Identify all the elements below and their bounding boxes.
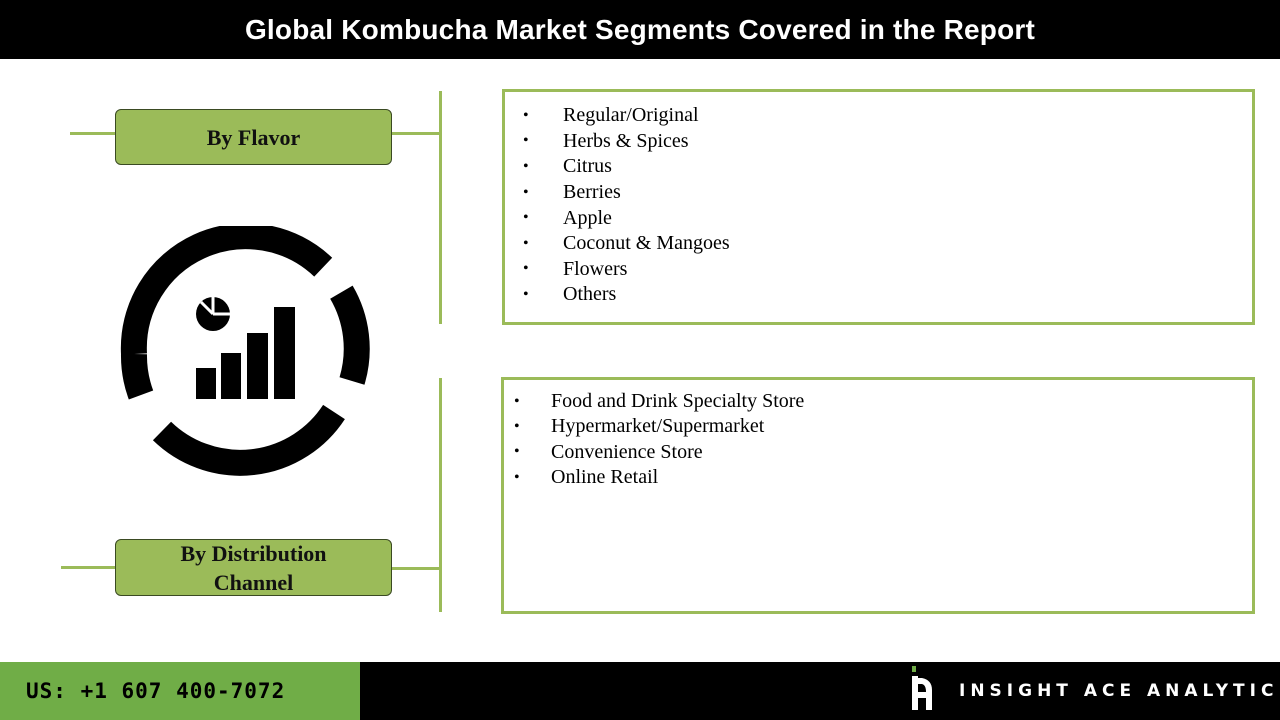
list-item: • Hypermarket/Supermarket [504,414,1252,439]
list-item-text: Coconut & Mangoes [563,232,730,255]
distribution-list-box: • Food and Drink Specialty Store • Hyperma… [501,377,1255,614]
connector-distribution-right [391,567,441,570]
list-item-text: Regular/Original [563,104,699,127]
divider-distribution [439,378,442,612]
list-item: • Apple [505,205,1252,231]
segment-label-flavor: By Flavor [115,109,392,165]
bullet: • [523,132,529,150]
bullet: • [514,443,520,461]
bullet: • [523,106,529,124]
connector-flavor-left [70,132,116,135]
list-item: • Flowers [505,257,1252,283]
list-item: • Convenience Store [504,440,1252,465]
list-item: • Regular/Original [505,103,1252,129]
list-item-text: Food and Drink Specialty Store [551,390,805,413]
ring-segment-right-icon [329,285,370,385]
insight-ace-logo-icon [912,666,932,710]
list-item-text: Others [563,283,617,306]
bullet: • [523,285,529,303]
list-item-text: Flowers [563,257,628,280]
pie-icon [196,297,230,331]
footer-brand: INSIGHT ACE ANALYTIC [360,662,1280,720]
list-item-text: Herbs & Spices [563,129,689,152]
bullet: • [523,234,529,252]
ring-segment-top-icon [120,226,333,355]
bar-1-icon [196,368,216,399]
flavor-list-box: • Regular/Original • Herbs & Spices • Citru… [502,89,1255,325]
connector-distribution-left [61,566,116,569]
list-item: • Coconut & Mangoes [505,231,1252,257]
bullet: • [523,183,529,201]
bullet: • [523,157,529,175]
list-item: • Online Retail [504,465,1252,490]
connector-flavor-right [391,132,441,135]
distribution-list: • Food and Drink Specialty Store • Hyperma… [504,389,1252,490]
bar-4-icon [274,307,295,399]
list-item: • Citrus [505,154,1252,180]
header-bar: Global Kombucha Market Segments Covered … [0,0,1280,59]
list-item-text: Citrus [563,155,612,178]
phone-number: US: +1 607 400-7072 [26,679,286,703]
list-item-text: Hypermarket/Supermarket [551,415,765,438]
segment-label-distribution-text: By Distribution Channel [180,540,327,595]
analytics-chart-icon [120,226,370,476]
list-item-text: Berries [563,181,621,204]
bullet: • [514,417,520,435]
bullet: • [523,209,529,227]
bullet: • [514,468,520,486]
list-item: • Herbs & Spices [505,129,1252,155]
ring-segment-left-icon [121,353,154,400]
flavor-list: • Regular/Original • Herbs & Spices • Citru… [505,103,1252,308]
page-title: Global Kombucha Market Segments Covered … [244,13,1036,45]
ring-segment-bottom-icon [152,404,345,476]
segment-label-flavor-text: By Flavor [206,124,301,150]
brand-name: INSIGHT ACE ANALYTIC [959,681,1279,701]
segment-label-distribution: By Distribution Channel [115,539,392,596]
list-item: • Others [505,282,1252,308]
list-item-text: Convenience Store [551,440,703,463]
footer-contact: US: +1 607 400-7072 [0,662,360,720]
list-item: • Food and Drink Specialty Store [504,389,1252,414]
bar-2-icon [221,353,241,399]
bullet: • [523,260,529,278]
list-item: • Berries [505,180,1252,206]
list-item-text: Online Retail [551,466,659,489]
bullet: • [514,392,520,410]
bar-3-icon [247,333,268,399]
list-item-text: Apple [563,206,612,229]
divider-flavor [439,91,442,324]
